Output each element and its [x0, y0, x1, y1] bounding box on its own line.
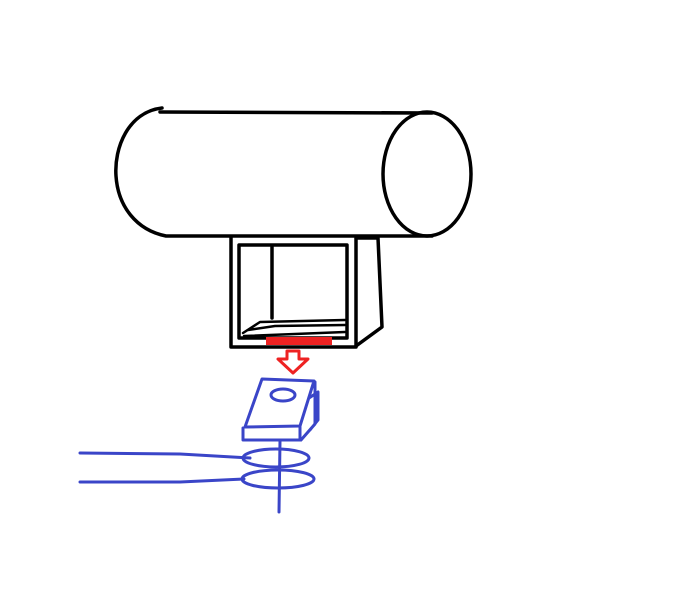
clip-hole-icon: [269, 387, 297, 403]
mount-box-outer-frame: [229, 235, 358, 349]
upper-ring: [241, 447, 311, 469]
mount-box-inner-frame: [237, 243, 349, 340]
clip-block-top: [243, 377, 316, 429]
slot-highlight: [266, 337, 332, 345]
cylinder-tube: [114, 106, 473, 238]
cylinder-top-edge: [158, 110, 434, 115]
accessory-assembly: [78, 377, 320, 514]
clip-block-front: [241, 425, 302, 442]
insert-indicator: [266, 337, 332, 375]
down-arrow-icon: [276, 349, 310, 375]
mount-box: [229, 235, 384, 349]
mount-box-side-panel: [354, 236, 384, 348]
post-icon: [277, 439, 282, 514]
clip-block-side: [299, 380, 320, 442]
cylinder-body-outline: [114, 106, 434, 238]
slot-icon: [241, 318, 347, 338]
cylinder-end-cap: [381, 110, 473, 238]
rod-lower: [78, 477, 246, 484]
rod-upper: [78, 451, 252, 460]
